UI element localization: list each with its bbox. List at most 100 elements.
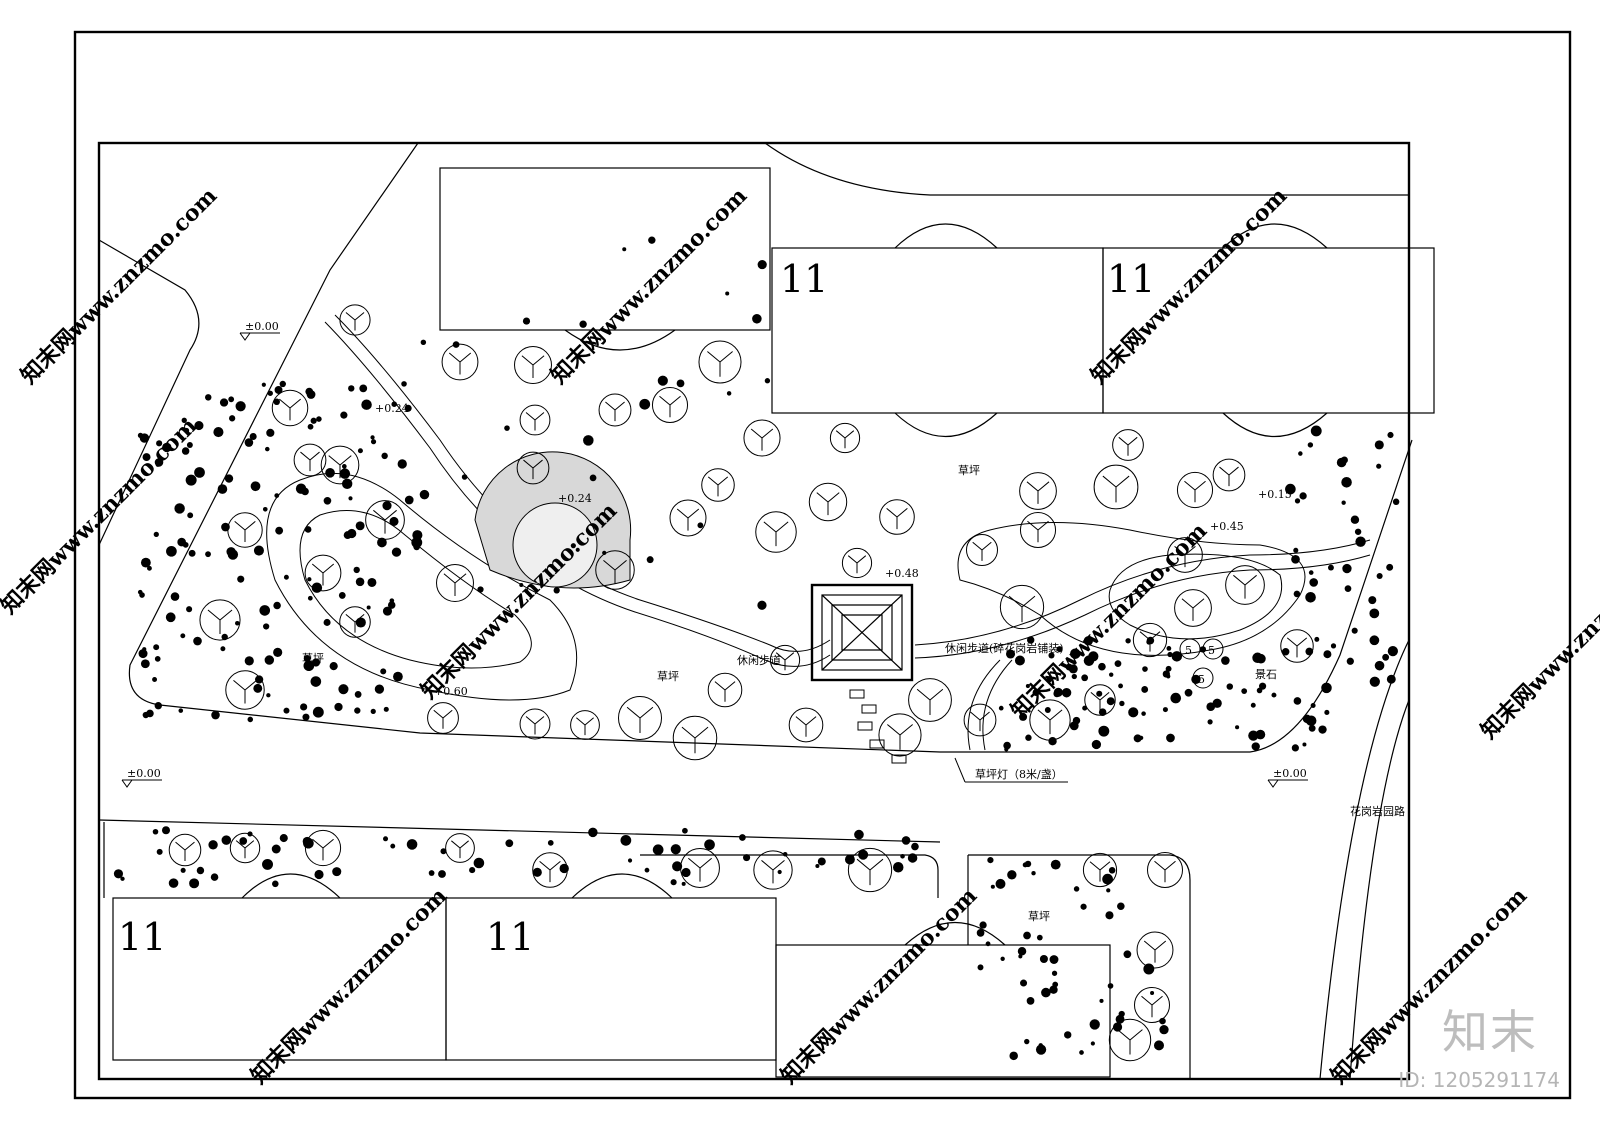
shrub xyxy=(236,405,242,411)
tree-branches xyxy=(763,521,789,547)
tree-canopy xyxy=(436,564,474,602)
shrub xyxy=(1308,570,1314,575)
shrub xyxy=(639,398,651,410)
shrub xyxy=(1376,572,1383,580)
building-n-bay-4 xyxy=(1222,412,1328,438)
shrub xyxy=(1226,683,1233,690)
shrub xyxy=(461,474,468,480)
shrub xyxy=(1027,636,1035,644)
shrub xyxy=(1162,670,1170,678)
tree-canopy xyxy=(1112,429,1144,461)
shrub xyxy=(249,432,257,441)
shrub xyxy=(187,512,194,519)
tree-canopy xyxy=(225,670,265,710)
shrub xyxy=(1108,672,1114,677)
shrub xyxy=(334,702,343,712)
shrub xyxy=(153,531,159,537)
tree-branches xyxy=(707,476,729,497)
shrub xyxy=(279,380,286,388)
tree-branches xyxy=(1008,595,1036,623)
tree-canopy xyxy=(808,482,848,522)
shrub xyxy=(419,489,430,500)
lamp-leader xyxy=(954,757,1068,783)
tree-canopy xyxy=(1019,511,1057,549)
shrub xyxy=(1291,744,1299,752)
tree-canopy xyxy=(669,499,707,537)
shrub xyxy=(194,467,205,478)
circular-plaza xyxy=(474,451,632,589)
tree-canopy xyxy=(514,346,552,384)
shrub xyxy=(387,601,396,609)
shrub xyxy=(382,606,392,616)
shrub xyxy=(380,668,387,675)
building-s-right xyxy=(775,944,1111,1078)
shrub xyxy=(1305,715,1317,726)
shrub xyxy=(178,708,184,713)
shrub xyxy=(404,495,414,505)
image-id: ID: 1205291174 xyxy=(1398,1068,1560,1092)
tree-canopy xyxy=(1108,1018,1152,1062)
shrub xyxy=(274,386,283,394)
sw-path-2 xyxy=(982,659,1013,751)
svg-text:知末网www.znzmo.com: 知末网www.znzmo.com xyxy=(1476,538,1600,744)
shrub xyxy=(428,870,435,876)
shrub xyxy=(1068,664,1078,674)
tree-branches xyxy=(750,428,774,451)
shrub xyxy=(979,921,987,929)
shrub xyxy=(1248,730,1259,741)
shrub xyxy=(1291,554,1300,564)
building-n-bay-2 xyxy=(1222,223,1328,249)
building-n-right xyxy=(1102,247,1435,414)
tree-branches xyxy=(1219,466,1239,487)
shrub xyxy=(1118,1010,1125,1018)
tree-branches xyxy=(714,681,736,702)
shrub xyxy=(1150,991,1155,996)
tree-canopy xyxy=(788,707,824,743)
shrub xyxy=(208,840,218,850)
shrub xyxy=(739,834,746,841)
shrub xyxy=(381,452,388,460)
shrub xyxy=(1019,712,1028,721)
tree-canopy xyxy=(1167,537,1203,573)
shrub xyxy=(140,557,151,568)
shrub xyxy=(1061,687,1072,698)
tree-canopy xyxy=(651,386,689,424)
shrub xyxy=(1199,646,1207,653)
tree-canopy xyxy=(519,404,551,436)
tree-canopy xyxy=(1093,464,1139,510)
tree-branches xyxy=(1089,861,1111,882)
shrub xyxy=(1106,697,1115,706)
shrub xyxy=(1387,645,1398,657)
shrub xyxy=(532,867,542,877)
shrub xyxy=(1003,741,1011,750)
shrub xyxy=(393,671,403,682)
shrub xyxy=(1051,970,1058,976)
tree-canopy xyxy=(965,533,999,567)
tree-branches xyxy=(234,521,256,543)
shrub xyxy=(522,317,531,325)
shrub xyxy=(1351,627,1358,634)
shrub xyxy=(307,423,314,430)
shrub xyxy=(1354,528,1362,536)
tree-branches xyxy=(1233,574,1257,599)
shrub xyxy=(589,474,597,482)
shrub xyxy=(185,474,197,486)
shrub xyxy=(224,474,234,483)
shrub xyxy=(1096,690,1103,697)
leisure-path-east xyxy=(914,539,1371,646)
shrub xyxy=(1299,492,1307,500)
shrub xyxy=(907,853,918,863)
shrub xyxy=(196,866,205,875)
tree-branches xyxy=(1184,480,1206,503)
shrub xyxy=(205,551,211,558)
elev-se: ±0.00 xyxy=(1273,767,1307,780)
shrub xyxy=(1305,592,1316,603)
lawn-loop-west xyxy=(266,472,578,701)
shrub xyxy=(283,574,289,580)
shrub xyxy=(676,379,685,388)
tree-branches xyxy=(373,509,397,534)
shrub xyxy=(1024,1038,1030,1045)
shrub xyxy=(227,549,239,560)
tree-branches xyxy=(1027,520,1049,543)
